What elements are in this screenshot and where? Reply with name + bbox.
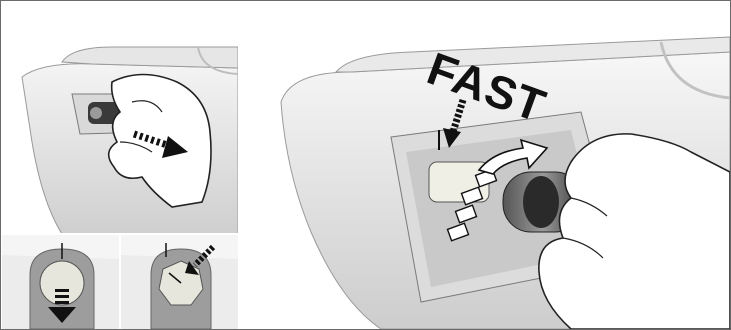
panel-fast-insert: [241, 2, 730, 329]
step-rotate-illustration: [121, 235, 238, 329]
fast-insert-illustration: [241, 2, 730, 329]
dial-icon: [40, 261, 84, 305]
panel-step-pull: [2, 235, 119, 329]
panel-pull-out: [2, 2, 238, 234]
step-pull-illustration: [2, 235, 119, 329]
divider-step-1: [119, 235, 121, 329]
panel-step-rotate: [121, 235, 238, 329]
pull-out-illustration: [2, 2, 238, 234]
divider-vertical: [238, 1, 241, 329]
